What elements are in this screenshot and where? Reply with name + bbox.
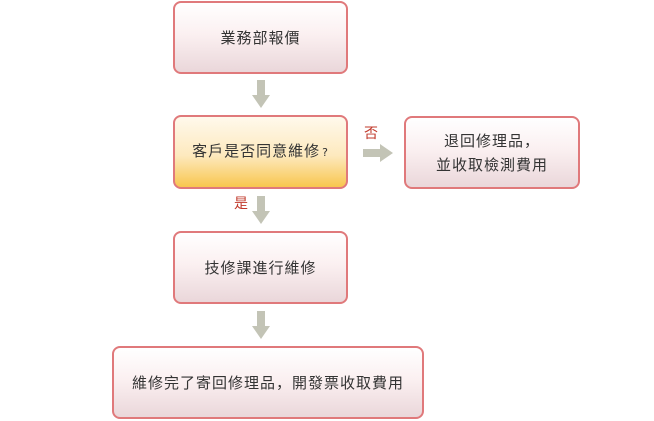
node-return-line1: 退回修理品，	[443, 131, 540, 150]
node-final-label: 維修完了寄回修理品，開發票收取費用	[131, 373, 404, 392]
node-quote-label: 業務部報價	[220, 28, 301, 47]
decision-question-mark: ?	[322, 146, 329, 159]
node-return-line2: 並收取檢測費用	[435, 155, 548, 174]
node-decision: 客戶是否同意維修?	[173, 115, 348, 189]
node-quote: 業務部報價	[173, 1, 348, 74]
node-decision-label: 客戶是否同意維修	[192, 142, 321, 160]
node-final: 維修完了寄回修理品，開發票收取費用	[112, 346, 424, 419]
arrow-down-1	[252, 80, 270, 108]
node-repair: 技修課進行維修	[173, 231, 348, 304]
node-repair-label: 技修課進行維修	[204, 258, 317, 277]
label-yes: 是	[234, 196, 248, 212]
label-no: 否	[364, 126, 378, 142]
arrow-down-2	[252, 196, 270, 224]
node-return: 退回修理品， 並收取檢測費用	[404, 116, 580, 189]
arrow-right	[363, 144, 393, 162]
arrow-down-3	[252, 311, 270, 339]
